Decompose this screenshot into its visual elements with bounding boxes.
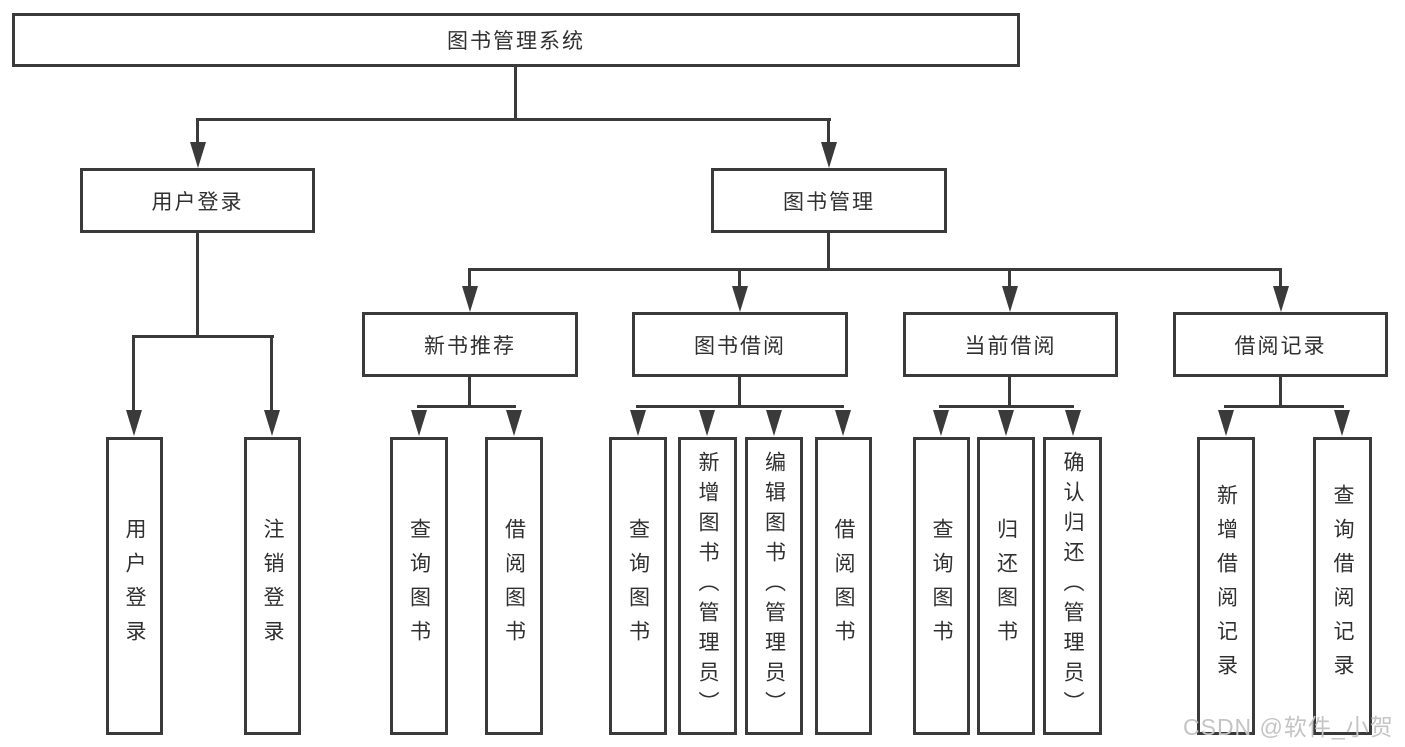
connector-user-login-bus bbox=[132, 335, 274, 338]
node-book-management: 图书管理 bbox=[711, 168, 947, 233]
connector-borrow-records-stem bbox=[1279, 377, 1282, 407]
connector-book-mgmt-bus bbox=[468, 268, 1282, 271]
arrow-down-icon bbox=[1218, 410, 1234, 436]
connector-drop-book-mgmt bbox=[827, 118, 830, 146]
arrow-down-icon bbox=[699, 410, 715, 436]
arrow-down-icon bbox=[190, 142, 206, 168]
arrow-down-icon bbox=[1065, 410, 1081, 436]
node-label: 借阅记录 bbox=[1234, 334, 1327, 358]
connector-root-stem bbox=[514, 67, 517, 119]
leaf-label: 确认归还（管理员） bbox=[1061, 451, 1084, 721]
arrow-down-icon bbox=[933, 410, 949, 436]
node-label: 图书借阅 bbox=[694, 334, 786, 358]
node-new-book-recommend: 新书推荐 bbox=[362, 312, 578, 377]
arrow-down-icon bbox=[630, 410, 646, 436]
node-library-management-system: 图书管理系统 bbox=[12, 13, 1020, 67]
arrow-down-icon bbox=[1273, 286, 1289, 312]
arrow-down-icon bbox=[264, 410, 280, 436]
arrow-down-icon bbox=[506, 410, 522, 436]
arrow-down-icon bbox=[835, 410, 851, 436]
node-label: 图书管理 bbox=[783, 190, 875, 214]
connector-current-borrow-bus bbox=[939, 405, 1074, 408]
connector-drop-borrow-records bbox=[1279, 268, 1282, 292]
leaf-borrow-books: 借阅图书 bbox=[815, 437, 872, 735]
connector-drop-leaf-user-login bbox=[132, 335, 135, 412]
leaf-label: 注销登录 bbox=[261, 518, 284, 654]
connector-borrow-records-bus bbox=[1224, 405, 1344, 408]
node-label: 当前借阅 bbox=[964, 334, 1057, 358]
node-book-borrowing: 图书借阅 bbox=[632, 312, 848, 377]
connector-drop-leaf-logout bbox=[270, 335, 273, 412]
leaf-query-books: 查询图书 bbox=[609, 437, 667, 735]
arrow-down-icon bbox=[1334, 410, 1350, 436]
node-label: 新书推荐 bbox=[424, 334, 516, 358]
leaf-logout: 注销登录 bbox=[244, 437, 301, 735]
leaf-query-books-recommend: 查询图书 bbox=[390, 437, 448, 735]
connector-book-borrow-bus bbox=[636, 405, 844, 408]
leaf-label: 查询图书 bbox=[930, 518, 953, 654]
leaf-label: 编辑图书（管理员） bbox=[762, 451, 786, 721]
leaf-label: 查询图书 bbox=[407, 518, 431, 654]
leaf-edit-books-admin: 编辑图书（管理员） bbox=[745, 437, 803, 735]
leaf-user-login: 用户登录 bbox=[106, 437, 163, 735]
connector-book-mgmt-stem bbox=[827, 233, 830, 270]
leaf-query-borrow-record: 查询借阅记录 bbox=[1313, 437, 1372, 735]
node-user-login: 用户登录 bbox=[80, 168, 315, 233]
node-label: 图书管理系统 bbox=[447, 30, 585, 53]
leaf-borrow-books-recommend: 借阅图书 bbox=[485, 437, 543, 735]
connector-drop-user-login bbox=[196, 118, 199, 146]
arrow-down-icon bbox=[462, 286, 478, 312]
connector-book-borrow-stem bbox=[738, 377, 741, 407]
node-label: 用户登录 bbox=[151, 190, 244, 214]
connector-new-books-stem bbox=[468, 377, 471, 407]
connector-drop-book-borrow bbox=[738, 268, 741, 292]
connector-current-borrow-stem bbox=[1008, 377, 1011, 407]
leaf-label: 借阅图书 bbox=[832, 518, 855, 654]
leaf-confirm-return-admin: 确认归还（管理员） bbox=[1043, 437, 1102, 735]
connector-drop-new-books bbox=[468, 268, 471, 292]
leaf-label: 查询图书 bbox=[626, 518, 650, 654]
leaf-add-borrow-record: 新增借阅记录 bbox=[1197, 437, 1255, 735]
leaf-query-books-current: 查询图书 bbox=[913, 437, 970, 735]
node-borrowing-records: 借阅记录 bbox=[1173, 312, 1388, 377]
leaf-label: 查询借阅记录 bbox=[1331, 484, 1354, 688]
leaf-label: 新增图书（管理员） bbox=[696, 451, 719, 721]
connector-root-bus bbox=[196, 118, 831, 121]
node-current-borrowing: 当前借阅 bbox=[903, 312, 1118, 377]
leaf-add-books-admin: 新增图书（管理员） bbox=[678, 437, 737, 735]
watermark-text: CSDN @软件_小贺同学 bbox=[1183, 714, 1394, 740]
leaf-return-books: 归还图书 bbox=[977, 437, 1035, 735]
leaf-label: 新增借阅记录 bbox=[1214, 484, 1238, 688]
arrow-down-icon bbox=[126, 410, 142, 436]
arrow-down-icon bbox=[766, 410, 782, 436]
leaf-label: 归还图书 bbox=[994, 518, 1018, 654]
arrow-down-icon bbox=[821, 142, 837, 168]
arrow-down-icon bbox=[998, 410, 1014, 436]
arrow-down-icon bbox=[1002, 286, 1018, 312]
connector-drop-current-borrow bbox=[1008, 268, 1011, 292]
connector-new-books-bus bbox=[417, 405, 516, 408]
arrow-down-icon bbox=[411, 410, 427, 436]
arrow-down-icon bbox=[732, 286, 748, 312]
connector-user-login-stem bbox=[196, 233, 199, 337]
leaf-label: 借阅图书 bbox=[502, 518, 526, 654]
leaf-label: 用户登录 bbox=[123, 518, 146, 654]
